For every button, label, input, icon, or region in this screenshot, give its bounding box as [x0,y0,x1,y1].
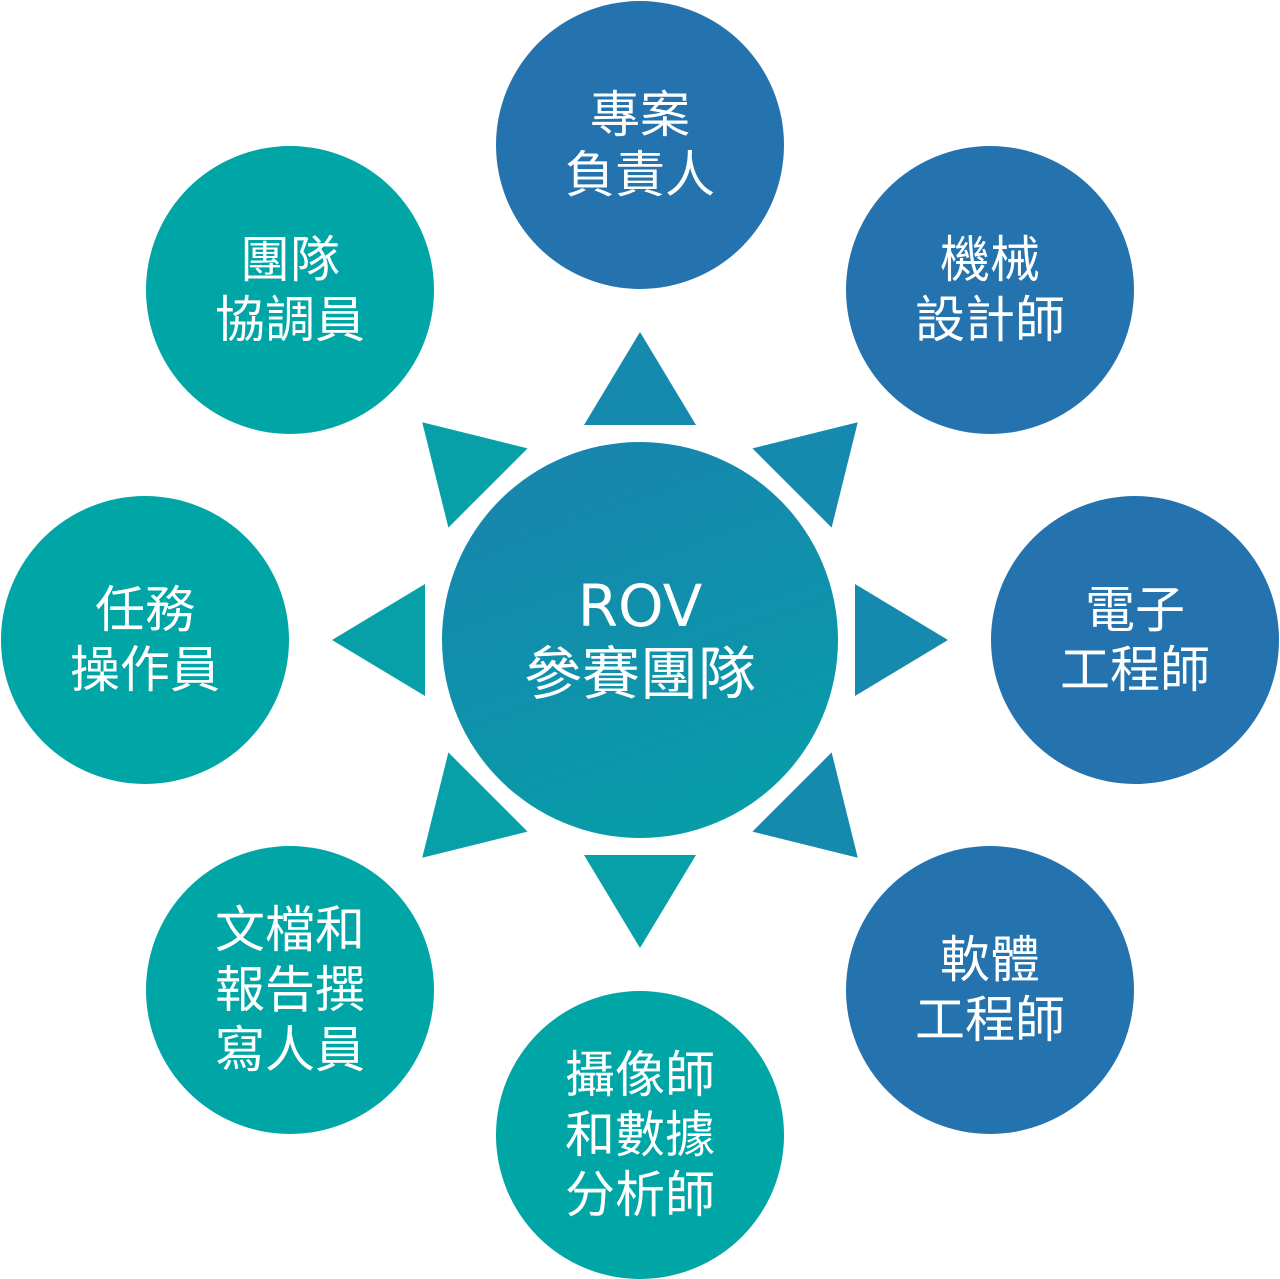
role-label-line: 攝像師 [565,1046,715,1104]
role-node-documentation-writer: 文檔和報告撰寫人員 [145,846,434,1135]
arrow-triangle-icon [584,855,696,948]
role-label-line: 文檔和 [214,901,365,960]
arrow-triangle-icon [422,752,528,858]
role-label-line: 團隊 [239,230,340,289]
role-node-team-coordinator: 團隊協調員 [145,145,434,434]
center-node-rov-team: ROV 參賽團隊 [442,442,838,838]
role-node-mechanical-designer: 機械設計師 [846,145,1135,434]
role-label-line: 協調員 [214,290,365,349]
role-label-line: 負責人 [565,146,715,204]
arrow-triangle-icon [422,422,528,528]
role-label-line: 機械 [940,230,1041,289]
role-node-electronics-engineer: 電子工程師 [991,496,1279,784]
arrow-triangle-icon [752,422,858,528]
role-label-line: 專案 [590,86,690,144]
role-label-line: 操作員 [70,641,220,699]
role-node-project-lead: 專案負責人 [496,1,784,289]
role-label-line: 軟體 [940,931,1041,990]
role-label-line: 任務 [95,581,195,639]
center-label-line-1: ROV [577,572,703,640]
center-label-line-2: 參賽團隊 [523,640,756,708]
arrow-triangle-icon [855,584,948,696]
role-node-photographer-data-analyst: 攝像師和數據分析師 [496,991,784,1279]
role-node-mission-operator: 任務操作員 [1,496,289,784]
role-label-line: 報告撰 [214,961,365,1020]
role-label-line: 寫人員 [214,1021,365,1080]
arrow-triangle-icon [332,584,425,696]
role-label-line: 工程師 [1060,641,1210,699]
role-label-line: 工程師 [915,991,1066,1050]
role-label-line: 設計師 [915,290,1066,349]
arrow-triangle-icon [584,332,696,425]
role-node-software-engineer: 軟體工程師 [846,846,1135,1135]
role-label-line: 電子 [1085,581,1185,639]
role-label-line: 和數據 [565,1106,715,1164]
role-label-line: 分析師 [565,1166,715,1224]
arrow-triangle-icon [752,752,858,858]
